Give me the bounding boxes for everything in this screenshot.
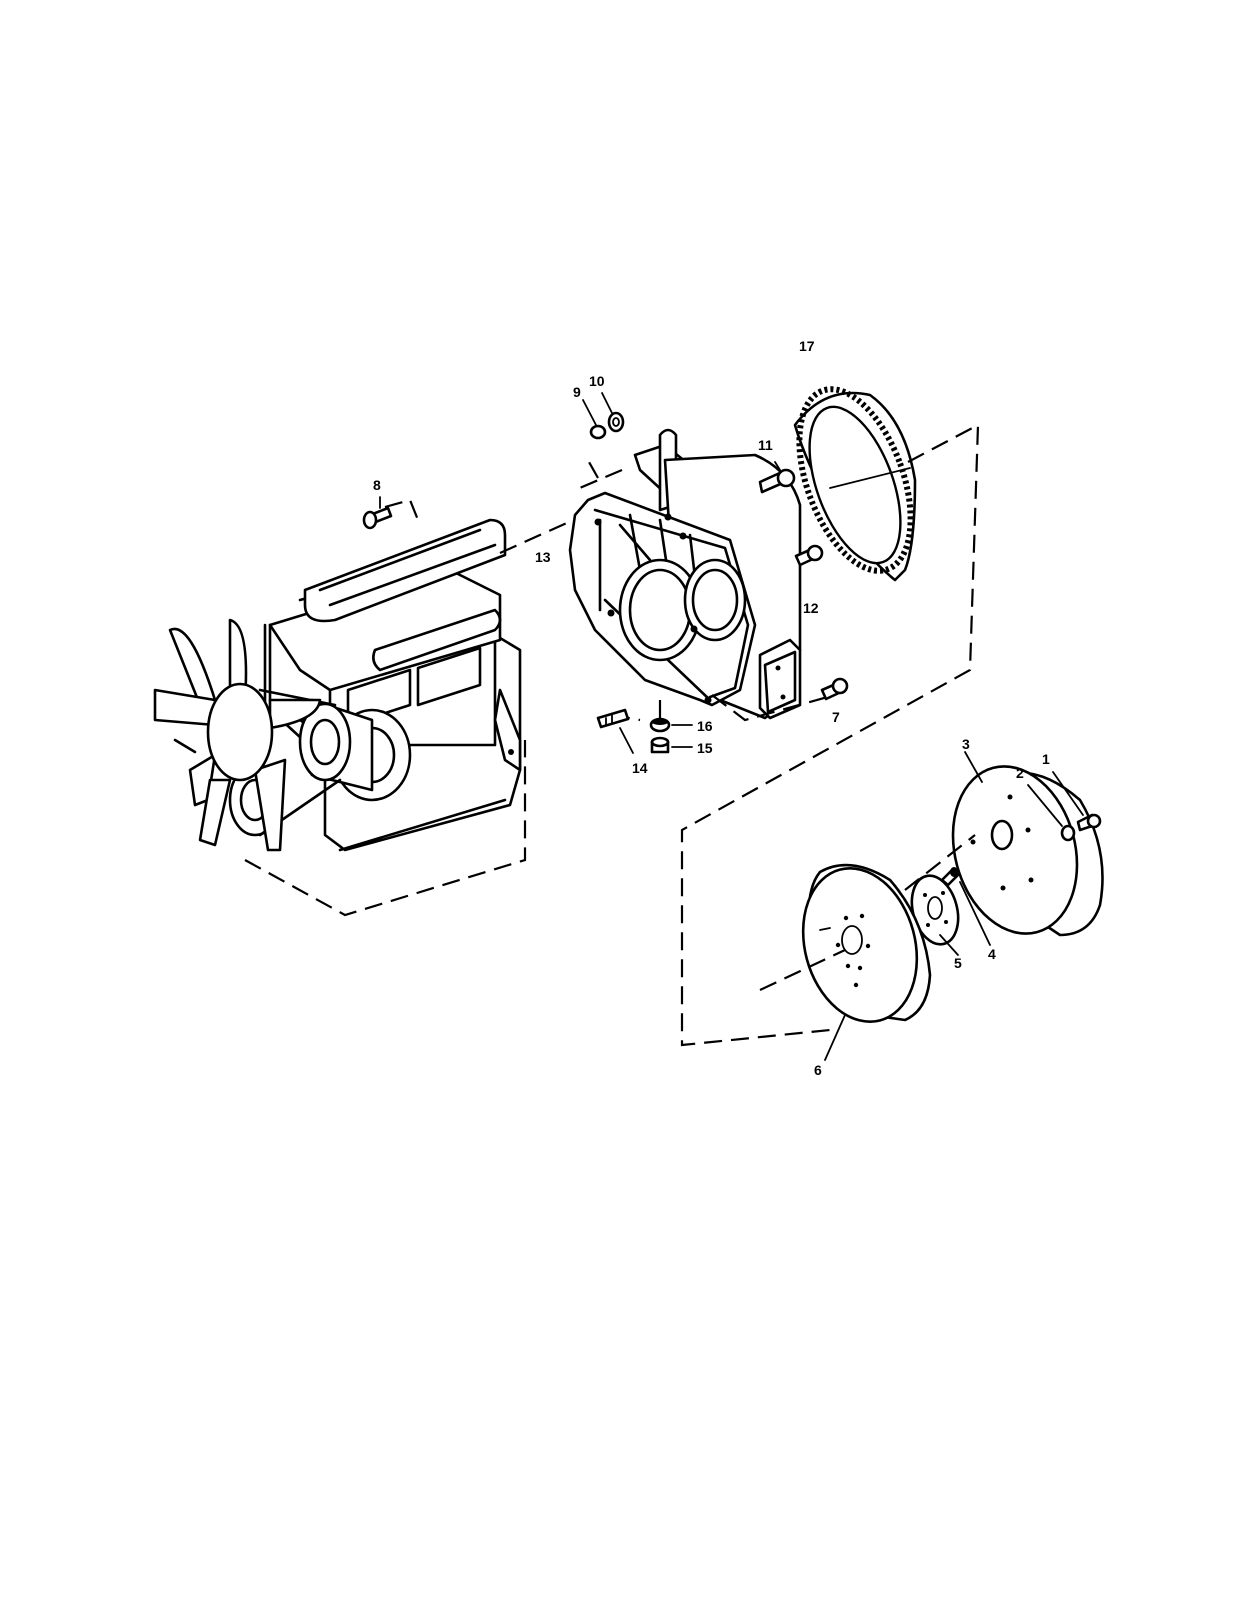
bolt-item-7 [822, 679, 847, 699]
callout-2: 2 [1016, 765, 1024, 781]
washer-item-10 [602, 393, 623, 431]
flywheel-item-6 [760, 855, 933, 1060]
engine-block [155, 500, 580, 915]
callout-8: 8 [373, 477, 381, 493]
callout-16: 16 [697, 718, 713, 734]
screw-item-8 [364, 497, 391, 528]
callout-labels: 1 2 3 4 5 6 7 8 9 10 11 12 13 14 15 16 1… [373, 338, 1050, 1078]
callout-13: 13 [535, 549, 551, 565]
callout-14: 14 [632, 760, 648, 776]
dowel-item-14 [598, 710, 633, 753]
pulley-item-3 [935, 752, 1102, 948]
nut-item-9 [583, 400, 605, 438]
plug-item-16 [651, 719, 692, 731]
callout-9: 9 [573, 384, 581, 400]
callout-3: 3 [962, 736, 970, 752]
callout-6: 6 [814, 1062, 822, 1078]
callout-15: 15 [697, 740, 713, 756]
callout-7: 7 [832, 709, 840, 725]
callout-1: 1 [1042, 751, 1050, 767]
flywheel-housing-item-13 [570, 430, 835, 720]
callout-12: 12 [803, 600, 819, 616]
callout-4: 4 [988, 946, 996, 962]
callout-11: 11 [758, 437, 773, 453]
callout-5: 5 [954, 955, 962, 971]
plug-item-15 [652, 738, 692, 752]
callout-10: 10 [589, 373, 605, 389]
callout-17: 17 [799, 338, 815, 354]
